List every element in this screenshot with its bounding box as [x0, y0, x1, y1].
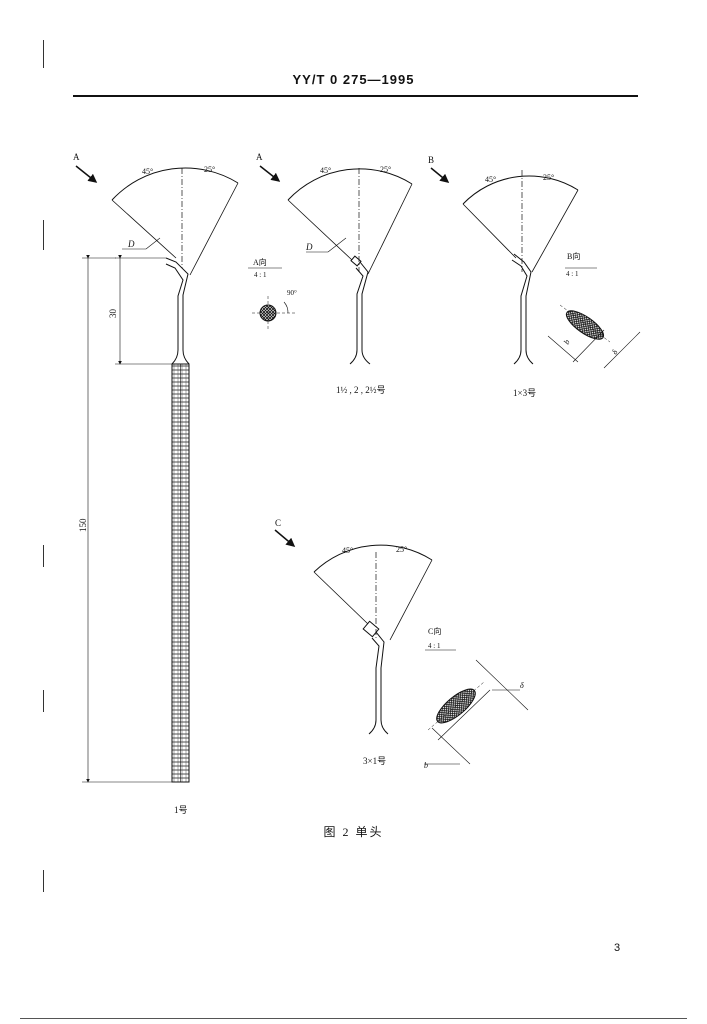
binding-mark: [43, 40, 44, 68]
angle-25-label: 25°: [396, 545, 407, 554]
section-b-scale: 4 : 1: [566, 270, 579, 278]
model-c-label: 3×1号: [363, 756, 386, 766]
page-trim-line: [20, 1018, 687, 1019]
dim-d-label: D: [127, 239, 135, 249]
view-2-instrument: [248, 165, 413, 365]
dim-b-label: b: [562, 338, 572, 346]
dim-delta-label: δ: [610, 348, 620, 356]
standard-code: YY/T 0 275—1995: [292, 72, 415, 87]
dim-b-label: b: [424, 761, 428, 770]
page-number: 3: [614, 942, 621, 954]
header-rule: [73, 95, 638, 97]
section-b-title: B向: [567, 251, 580, 261]
binding-mark: [43, 220, 44, 250]
angle-45-label: 45°: [342, 546, 353, 555]
view-b-instrument: [430, 167, 641, 369]
dim-150-label: 150: [78, 518, 88, 532]
view-1-instrument: [75, 165, 239, 783]
binding-mark: [43, 870, 44, 892]
angle-25-label: 25°: [543, 173, 554, 182]
angle-45-label: 45°: [485, 175, 496, 184]
angle-25-label: 25°: [380, 165, 391, 174]
dim-d-label: D: [305, 242, 313, 252]
view-letter-b: B: [428, 155, 434, 165]
angle-45-label: 45°: [320, 166, 331, 175]
section-a-title: A向: [253, 257, 267, 267]
view-c-instrument: [274, 529, 529, 765]
section-a-scale: 4 : 1: [254, 271, 267, 279]
dim-delta-label: δ: [520, 681, 524, 690]
view-letter-a2: A: [256, 152, 263, 162]
section-c-title: C向: [428, 626, 441, 636]
model-2-label: 1½ , 2 , 2½号: [336, 385, 386, 395]
angle-45-label: 45°: [142, 167, 153, 176]
binding-mark: [43, 690, 44, 712]
figure-caption: 图 2 单头: [323, 825, 384, 839]
section-c-scale: 4 : 1: [428, 642, 441, 650]
model-b-label: 1×3号: [513, 388, 536, 398]
dim-30-label: 30: [108, 309, 118, 319]
view-letter-a: A: [73, 152, 80, 162]
model-1-label: 1号: [174, 805, 188, 815]
view-letter-c: C: [275, 518, 281, 528]
binding-mark: [43, 545, 44, 567]
section-a-angle: 90°: [287, 289, 297, 297]
angle-25-label: 25°: [204, 165, 215, 174]
